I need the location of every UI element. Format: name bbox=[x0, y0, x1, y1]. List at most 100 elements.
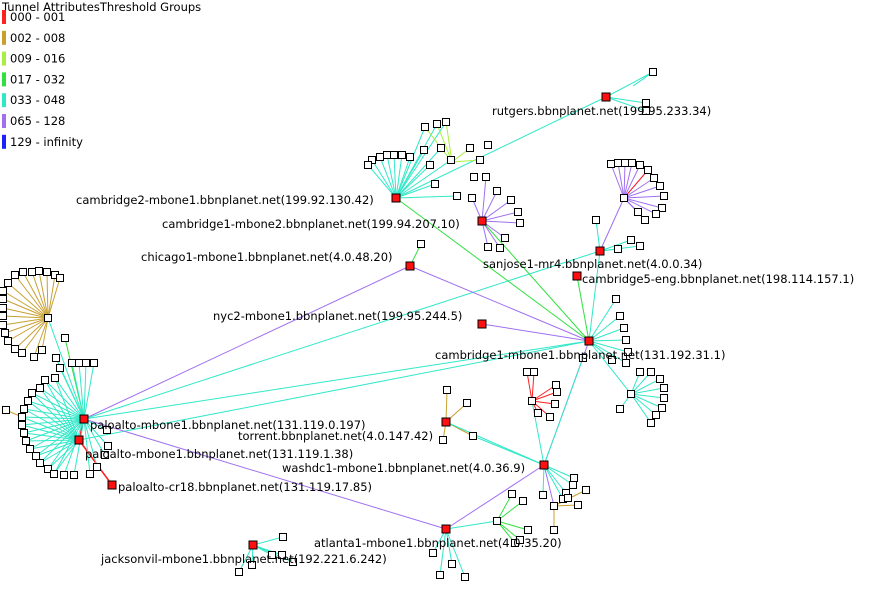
leaf-node[interactable] bbox=[484, 243, 492, 251]
leaf-node[interactable] bbox=[0, 304, 7, 312]
leaf-node[interactable] bbox=[443, 386, 451, 394]
leaf-node[interactable] bbox=[24, 397, 32, 405]
leaf-node[interactable] bbox=[82, 359, 90, 367]
leaf-node[interactable] bbox=[652, 411, 660, 419]
router-node-jacksonvil[interactable] bbox=[248, 540, 258, 550]
leaf-node[interactable] bbox=[44, 465, 52, 473]
leaf-node[interactable] bbox=[235, 568, 243, 576]
leaf-node[interactable] bbox=[433, 120, 441, 128]
leaf-node[interactable] bbox=[579, 354, 587, 362]
leaf-node[interactable] bbox=[628, 159, 636, 167]
leaf-node[interactable] bbox=[649, 68, 657, 76]
leaf-node[interactable] bbox=[636, 242, 644, 250]
leaf-node[interactable] bbox=[448, 560, 456, 568]
leaf-node[interactable] bbox=[612, 295, 620, 303]
leaf-node[interactable] bbox=[41, 376, 49, 384]
leaf-node[interactable] bbox=[484, 141, 492, 149]
leaf-node[interactable] bbox=[268, 551, 276, 559]
leaf-node[interactable] bbox=[36, 459, 44, 467]
leaf-node[interactable] bbox=[466, 144, 474, 152]
leaf-node[interactable] bbox=[607, 160, 615, 168]
leaf-node[interactable] bbox=[447, 156, 455, 164]
leaf-node[interactable] bbox=[104, 442, 112, 450]
leaf-node[interactable] bbox=[279, 533, 287, 541]
leaf-node[interactable] bbox=[70, 471, 78, 479]
leaf-node[interactable] bbox=[614, 159, 622, 167]
leaf-node[interactable] bbox=[20, 429, 28, 437]
leaf-node[interactable] bbox=[482, 173, 490, 181]
leaf-node[interactable] bbox=[1, 329, 9, 337]
leaf-node[interactable] bbox=[614, 245, 622, 253]
leaf-node[interactable] bbox=[507, 196, 515, 204]
leaf-node[interactable] bbox=[468, 194, 476, 202]
leaf-node[interactable] bbox=[420, 146, 428, 154]
router-node-cambridge2[interactable] bbox=[391, 193, 401, 203]
leaf-node[interactable] bbox=[616, 405, 624, 413]
leaf-node[interactable] bbox=[642, 107, 650, 115]
leaf-node[interactable] bbox=[289, 558, 297, 566]
leaf-node[interactable] bbox=[658, 204, 666, 212]
leaf-node[interactable] bbox=[61, 334, 69, 342]
leaf-node[interactable] bbox=[38, 346, 46, 354]
leaf-node[interactable] bbox=[28, 389, 36, 397]
leaf-node[interactable] bbox=[439, 436, 447, 444]
router-node-paloalto138[interactable] bbox=[74, 435, 84, 445]
leaf-node[interactable] bbox=[56, 364, 64, 372]
leaf-node[interactable] bbox=[101, 451, 109, 459]
leaf-node[interactable] bbox=[660, 394, 668, 402]
leaf-node[interactable] bbox=[496, 244, 504, 252]
leaf-node[interactable] bbox=[426, 161, 434, 169]
leaf-node[interactable] bbox=[570, 474, 578, 482]
leaf-node[interactable] bbox=[417, 240, 425, 248]
leaf-node[interactable] bbox=[0, 321, 7, 329]
leaf-node[interactable] bbox=[534, 409, 542, 417]
leaf-node[interactable] bbox=[32, 452, 40, 460]
leaf-node[interactable] bbox=[616, 312, 624, 320]
leaf-node[interactable] bbox=[627, 390, 635, 398]
leaf-node[interactable] bbox=[469, 432, 477, 440]
leaf-node[interactable] bbox=[431, 180, 439, 188]
leaf-node[interactable] bbox=[470, 173, 478, 181]
leaf-node[interactable] bbox=[620, 194, 628, 202]
leaf-node[interactable] bbox=[51, 374, 59, 382]
leaf-node[interactable] bbox=[550, 526, 558, 534]
router-node-cambridge5[interactable] bbox=[572, 271, 582, 281]
leaf-node[interactable] bbox=[421, 123, 429, 131]
leaf-node[interactable] bbox=[608, 356, 616, 364]
leaf-node[interactable] bbox=[18, 349, 26, 357]
leaf-node[interactable] bbox=[546, 413, 554, 421]
leaf-node[interactable] bbox=[453, 192, 461, 200]
leaf-node[interactable] bbox=[43, 268, 51, 276]
leaf-node[interactable] bbox=[647, 368, 655, 376]
leaf-node[interactable] bbox=[627, 236, 635, 244]
leaf-node[interactable] bbox=[376, 153, 384, 161]
leaf-node[interactable] bbox=[620, 324, 628, 332]
leaf-node[interactable] bbox=[647, 419, 655, 427]
leaf-node[interactable] bbox=[621, 159, 629, 167]
leaf-node[interactable] bbox=[44, 314, 52, 322]
leaf-node[interactable] bbox=[0, 295, 7, 303]
leaf-node[interactable] bbox=[530, 368, 538, 376]
leaf-node[interactable] bbox=[11, 345, 19, 353]
leaf-node[interactable] bbox=[622, 359, 630, 367]
leaf-node[interactable] bbox=[641, 216, 649, 224]
leaf-node[interactable] bbox=[437, 144, 445, 152]
leaf-node[interactable] bbox=[650, 174, 658, 182]
router-node-rutgers[interactable] bbox=[601, 92, 611, 102]
leaf-node[interactable] bbox=[658, 404, 666, 412]
leaf-node[interactable] bbox=[278, 551, 286, 559]
leaf-node[interactable] bbox=[642, 99, 650, 107]
leaf-node[interactable] bbox=[516, 536, 524, 544]
leaf-node[interactable] bbox=[622, 336, 630, 344]
leaf-node[interactable] bbox=[660, 384, 668, 392]
leaf-node[interactable] bbox=[56, 274, 64, 282]
leaf-node[interactable] bbox=[436, 571, 444, 579]
leaf-node[interactable] bbox=[18, 421, 26, 429]
leaf-node[interactable] bbox=[18, 413, 26, 421]
leaf-node[interactable] bbox=[35, 267, 43, 275]
leaf-node[interactable] bbox=[461, 573, 469, 581]
router-node-cambridge1m2[interactable] bbox=[477, 216, 487, 226]
leaf-node[interactable] bbox=[501, 234, 509, 242]
leaf-node[interactable] bbox=[634, 208, 642, 216]
leaf-node[interactable] bbox=[550, 502, 558, 510]
